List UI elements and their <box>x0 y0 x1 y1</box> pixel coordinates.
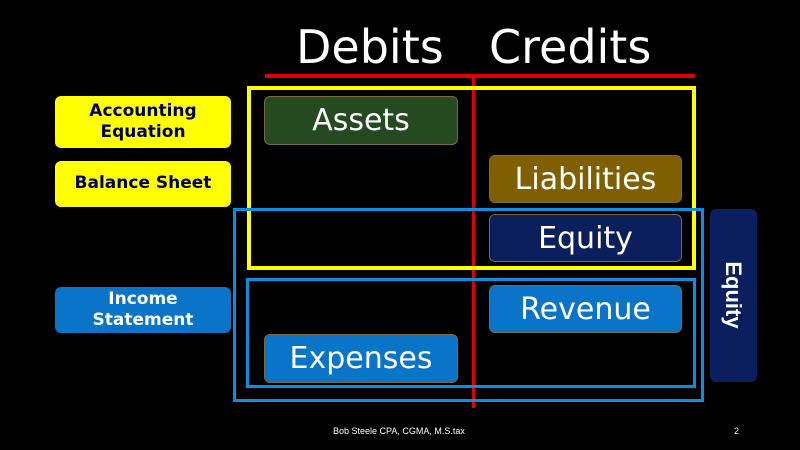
debits-header: Debits <box>296 20 444 74</box>
footer-author: Bob Steele CPA, CGMA, M.S.tax <box>333 426 465 436</box>
income-statement-frame <box>246 278 696 388</box>
revenue-box: Revenue <box>489 285 682 333</box>
equity-side-box <box>710 209 757 382</box>
equity-side-label: Equity <box>721 261 746 329</box>
income-statement-label: Income Statement <box>55 287 231 333</box>
balance-sheet-label: Balance Sheet <box>55 161 231 207</box>
accounting-equation-label: Accounting Equation <box>55 96 231 148</box>
equity-outer-frame <box>233 208 704 402</box>
t-vertical-line <box>472 74 475 408</box>
equity-box: Equity <box>489 214 682 262</box>
balance-sheet-frame <box>247 86 696 270</box>
t-horizontal-line <box>265 74 695 78</box>
page-number: 2 <box>734 426 740 436</box>
liabilities-box: Liabilities <box>489 155 682 203</box>
credits-header: Credits <box>489 20 652 74</box>
assets-box: Assets <box>264 96 458 145</box>
expenses-box: Expenses <box>264 334 458 383</box>
